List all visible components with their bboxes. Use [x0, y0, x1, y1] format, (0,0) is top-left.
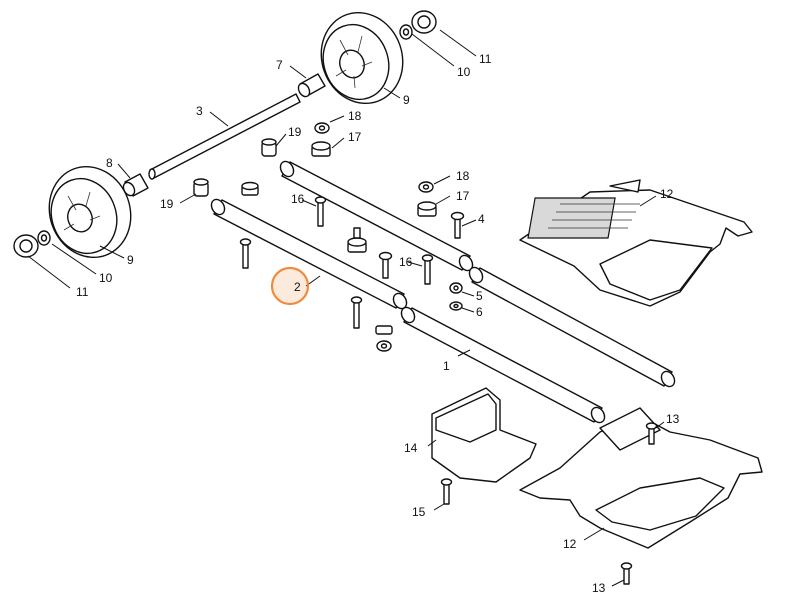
label-10-top[interactable]: 10	[457, 65, 471, 79]
label-4[interactable]: 4	[478, 212, 485, 226]
bushing-8[interactable]	[121, 173, 149, 198]
label-10-left[interactable]: 10	[99, 271, 113, 285]
label-11-left[interactable]: 11	[76, 285, 89, 299]
label-15[interactable]: 15	[412, 505, 426, 519]
screw-13-bottom[interactable]	[620, 562, 633, 585]
label-17-right[interactable]: 17	[456, 189, 470, 203]
nut-upper-tube[interactable]	[241, 181, 259, 196]
nut-18-right[interactable]	[418, 181, 434, 193]
label-6[interactable]: 6	[476, 305, 483, 319]
label-12-top[interactable]: 12	[660, 187, 674, 201]
label-13-top[interactable]: 13	[666, 412, 680, 426]
nut-17-right[interactable]	[417, 201, 437, 217]
wheel-rear-left[interactable]	[37, 155, 144, 269]
nut-lower-2[interactable]	[375, 325, 393, 335]
screw-13-top[interactable]	[645, 422, 658, 445]
label-19-top[interactable]: 19	[288, 125, 302, 139]
tube-2[interactable]	[209, 197, 409, 311]
label-14[interactable]: 14	[404, 441, 418, 455]
screw-mid-low[interactable]	[350, 296, 363, 329]
tube-upper[interactable]	[278, 159, 475, 273]
label-18-right[interactable]: 18	[456, 169, 470, 183]
label-11-top[interactable]: 11	[479, 52, 492, 66]
nut-5[interactable]	[449, 282, 463, 294]
label-5[interactable]: 5	[476, 289, 483, 303]
handle-lower[interactable]	[519, 407, 763, 549]
screw-4[interactable]	[450, 211, 465, 239]
bushing-7[interactable]	[296, 73, 326, 99]
grommet-19-top[interactable]	[261, 138, 277, 157]
wheel-rear-top[interactable]	[309, 1, 416, 115]
label-1[interactable]: 1	[443, 359, 450, 373]
hub-cap-top[interactable]	[411, 10, 437, 34]
label-18-top[interactable]: 18	[348, 109, 362, 123]
screw-tube2[interactable]	[378, 251, 393, 279]
nut-17-top[interactable]	[311, 141, 331, 157]
label-3[interactable]: 3	[196, 104, 203, 118]
label-9-top[interactable]: 9	[403, 93, 410, 107]
washer-left[interactable]	[37, 230, 51, 246]
chute-14[interactable]	[431, 387, 537, 483]
washer-top[interactable]	[399, 24, 413, 40]
label-13-bottom[interactable]: 13	[592, 581, 606, 595]
tube-right[interactable]	[467, 265, 677, 389]
label-7[interactable]: 7	[276, 58, 283, 72]
label-2[interactable]: 2	[294, 280, 301, 294]
leader-lines	[27, 29, 665, 587]
label-17-top[interactable]: 17	[348, 130, 362, 144]
label-12-bottom[interactable]: 12	[563, 537, 577, 551]
screw-16-top[interactable]	[314, 196, 327, 227]
tube-1[interactable]	[399, 305, 607, 425]
label-16-mid[interactable]: 16	[399, 255, 413, 269]
label-16-top[interactable]: 16	[291, 192, 305, 206]
screw-left-low[interactable]	[239, 238, 252, 269]
part-labels: 11 10 9 7 3 8 9 10 11 19 19 18 17 18 17 …	[76, 52, 680, 595]
label-8[interactable]: 8	[106, 156, 113, 170]
label-19-left[interactable]: 19	[160, 197, 174, 211]
nut-lower[interactable]	[376, 340, 392, 352]
screw-15[interactable]	[440, 478, 453, 505]
label-9-left[interactable]: 9	[127, 253, 134, 267]
handle-upper[interactable]	[519, 179, 753, 307]
nut-mid-tube[interactable]	[347, 227, 367, 253]
highlight-ring-2	[270, 266, 310, 306]
axle-3[interactable]	[148, 93, 301, 180]
nut-18-top[interactable]	[314, 122, 330, 134]
screw-16-mid[interactable]	[421, 254, 434, 285]
grommet-19-left[interactable]	[193, 178, 209, 197]
washer-6[interactable]	[449, 301, 463, 311]
highlight-fill-2	[273, 269, 307, 303]
hub-cap-left[interactable]	[13, 234, 39, 258]
